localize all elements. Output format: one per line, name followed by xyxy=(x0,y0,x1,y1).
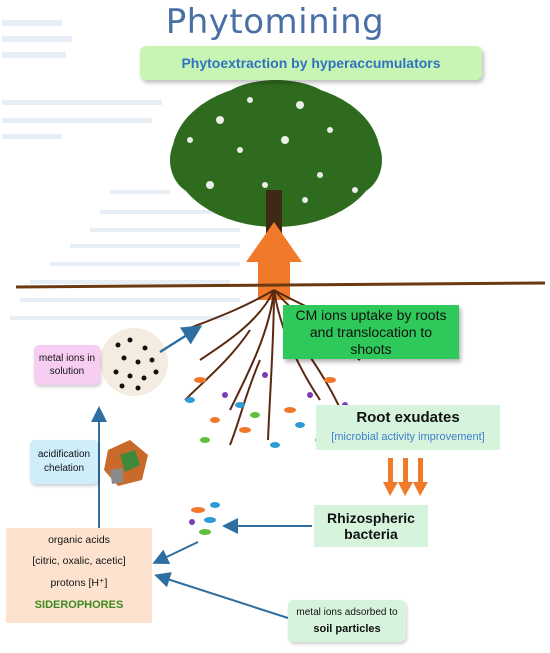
translocation-arrow xyxy=(246,222,302,300)
soil-particle-cluster xyxy=(104,440,148,486)
siderophores-label: SIDEROPHORES xyxy=(34,599,124,611)
uptake-line2: and translocation to xyxy=(309,323,433,340)
uptake-line1: CM ions uptake by roots xyxy=(295,306,447,323)
organic-acids-box: organic acids [citric, oxalic, acetic] p… xyxy=(6,528,152,623)
uptake-arrow xyxy=(159,325,203,354)
tree-canopy xyxy=(170,80,382,250)
connector-arrows xyxy=(91,406,312,619)
metal-ions-circle xyxy=(100,328,168,396)
acid-line2: chelation xyxy=(43,463,85,474)
metal-line2: solution xyxy=(49,366,85,377)
rhizospheric-bacteria-box: Rhizospheric bacteria xyxy=(314,505,428,547)
adsorbed-line1: metal ions adsorbed to xyxy=(296,607,398,618)
metal-ions-solution-box: metal ions in solution xyxy=(34,345,100,385)
soil-surface-line xyxy=(15,281,546,289)
organic-line2: [citric, oxalic, acetic] xyxy=(32,555,126,567)
exudates-title: Root exudates xyxy=(356,409,460,426)
adsorbed-ions-box: metal ions adsorbed to soil particles xyxy=(288,600,406,642)
organic-line1: organic acids xyxy=(48,534,110,546)
subtitle-banner: Phytoextraction by hyperaccumulators xyxy=(140,46,482,80)
organic-line3: protons [H⁺] xyxy=(50,577,108,589)
bacteria-line1: Rhizospheric xyxy=(327,510,415,526)
faded-background-text xyxy=(2,20,240,320)
acidification-box: acidification chelation xyxy=(30,440,98,484)
metal-line1: metal ions in xyxy=(38,353,96,364)
triple-down-arrows xyxy=(383,458,428,496)
uptake-box: CM ions uptake by roots and translocatio… xyxy=(283,305,459,359)
uptake-line3: shoots xyxy=(350,340,392,357)
acid-line1: acidification xyxy=(37,449,91,460)
page-title: Phytomining xyxy=(165,2,385,42)
subtitle-text: Phytoextraction by hyperaccumulators xyxy=(181,55,441,71)
adsorbed-line2: soil particles xyxy=(313,623,381,635)
root-exudates-box: Root exudates [microbial activity improv… xyxy=(316,405,500,450)
bacteria-cluster xyxy=(189,502,220,535)
exudates-subtitle: [microbial activity improvement] xyxy=(331,431,485,443)
bacteria-line2: bacteria xyxy=(344,526,398,542)
